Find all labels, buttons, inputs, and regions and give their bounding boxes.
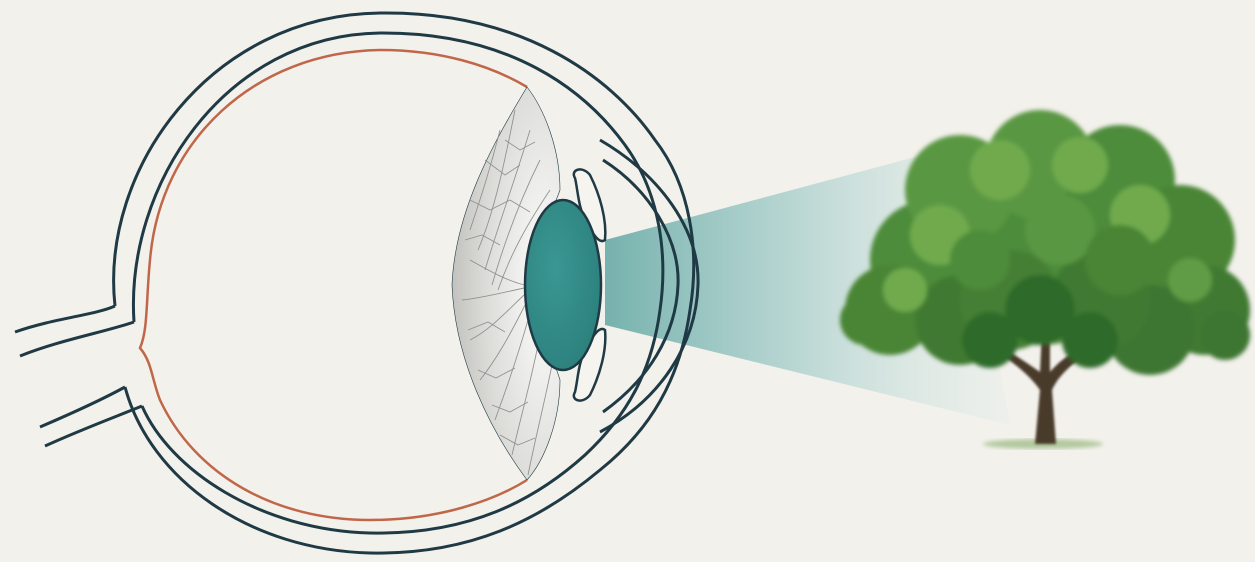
lens — [525, 200, 601, 370]
optic-nerve — [15, 306, 142, 446]
